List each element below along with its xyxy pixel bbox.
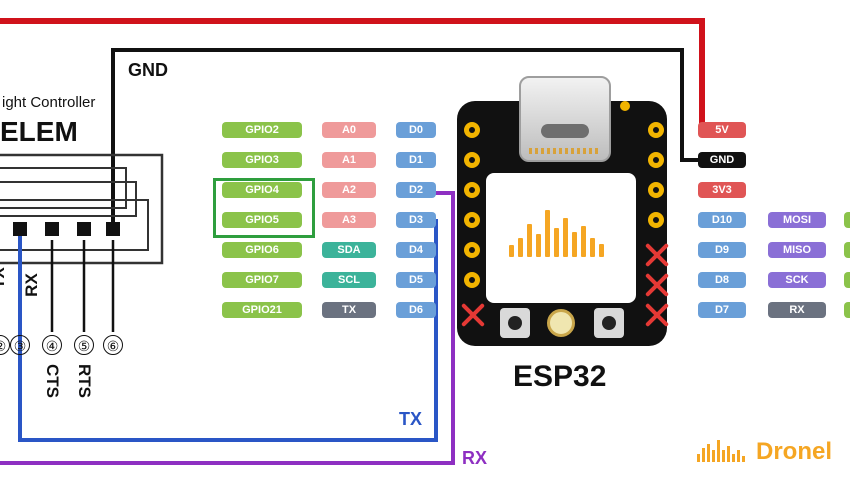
rx-wire-label: RX: [462, 448, 488, 468]
red-x-icon: [460, 302, 486, 328]
pad-right-2: [648, 182, 664, 198]
pad-left-4: [464, 242, 480, 258]
pin-gpio3: GPIO3: [222, 152, 302, 168]
pin-a0: A0: [322, 122, 376, 138]
pin-d4: D4: [396, 242, 436, 258]
pin-gpio21: GPIO21: [222, 302, 302, 318]
pin-3v3: 3V3: [698, 182, 746, 198]
brand-label: ELEM: [0, 116, 78, 147]
wire-gnd: [111, 48, 700, 232]
pad-left-1: [464, 152, 480, 168]
pin-number-6: ⑥: [103, 335, 123, 355]
pin-edge-2: [844, 272, 850, 288]
pad-left-2: [464, 182, 480, 198]
pin-sda: SDA: [322, 242, 376, 258]
connector-pin-4: [45, 222, 59, 236]
red-x-icon: [644, 272, 670, 298]
red-x-icon: [644, 302, 670, 328]
rf-shield: [486, 173, 636, 303]
pin-5v: 5V: [698, 122, 746, 138]
pin-gpio5: GPIO5: [222, 212, 302, 228]
pad-right-0: [648, 122, 664, 138]
pin-d6: D6: [396, 302, 436, 318]
pin-number-5: ⑤: [74, 335, 94, 355]
tx-wire-label: TX: [399, 409, 423, 429]
connector-housing: [0, 153, 164, 265]
pin-number-4: ④: [42, 335, 62, 355]
esp32-label: ESP32: [513, 360, 607, 393]
pin-d9: D9: [698, 242, 746, 258]
signal-rts-label: RTS: [75, 364, 94, 398]
pin-mosi: MOSI: [768, 212, 826, 228]
signal-tx-label: TX: [0, 267, 8, 289]
pin-d10: D10: [698, 212, 746, 228]
pad-left-0: [464, 122, 480, 138]
pin-d5: D5: [396, 272, 436, 288]
usb-c-connector-icon: [519, 76, 611, 162]
reset-button: [594, 308, 624, 338]
pin-gnd: GND: [698, 152, 746, 168]
gnd-wire-label: GND: [128, 60, 168, 80]
connector-inner-3: [0, 199, 149, 251]
pin-gpio6: GPIO6: [222, 242, 302, 258]
pin-gpio4: GPIO4: [222, 182, 302, 198]
pad-right-1: [648, 152, 664, 168]
connector-pin-3: [13, 222, 27, 236]
pin-gpio2: GPIO2: [222, 122, 302, 138]
pin-a3: A3: [322, 212, 376, 228]
pin-edge-1: [844, 242, 850, 258]
pin-a1: A1: [322, 152, 376, 168]
red-x-icon: [644, 242, 670, 268]
pin-tx: TX: [322, 302, 376, 318]
pad-left-5: [464, 272, 480, 288]
pin-number-3: ③: [10, 335, 30, 355]
pin-a2: A2: [322, 182, 376, 198]
pin-edge-0: [844, 212, 850, 228]
connector-inner-1: [0, 167, 127, 209]
boot-button: [500, 308, 530, 338]
rgb-led-icon: [547, 309, 575, 337]
connector-pin-5: [77, 222, 91, 236]
pin-d0: D0: [396, 122, 436, 138]
pin-sck: SCK: [768, 272, 826, 288]
pad-left-3: [464, 212, 480, 228]
flight-controller-label: ight Controller: [2, 94, 96, 111]
pin-d1: D1: [396, 152, 436, 168]
connector-pin-6: [106, 222, 120, 236]
signal-cts-label: CTS: [43, 364, 62, 398]
pin-d8: D8: [698, 272, 746, 288]
pin-scl: SCL: [322, 272, 376, 288]
pin-d3: D3: [396, 212, 436, 228]
pin-d2: D2: [396, 182, 436, 198]
brand-logo-text: Dronel: [756, 438, 833, 465]
reset-dot: [620, 101, 630, 111]
pin-edge-3: [844, 302, 850, 318]
pin-gpio7: GPIO7: [222, 272, 302, 288]
pin-d7: D7: [698, 302, 746, 318]
pin-rx: RX: [768, 302, 826, 318]
signal-rx-label: RX: [21, 273, 41, 297]
gpio-highlight-box: [213, 178, 315, 238]
pin-miso: MISO: [768, 242, 826, 258]
pad-right-3: [648, 212, 664, 228]
